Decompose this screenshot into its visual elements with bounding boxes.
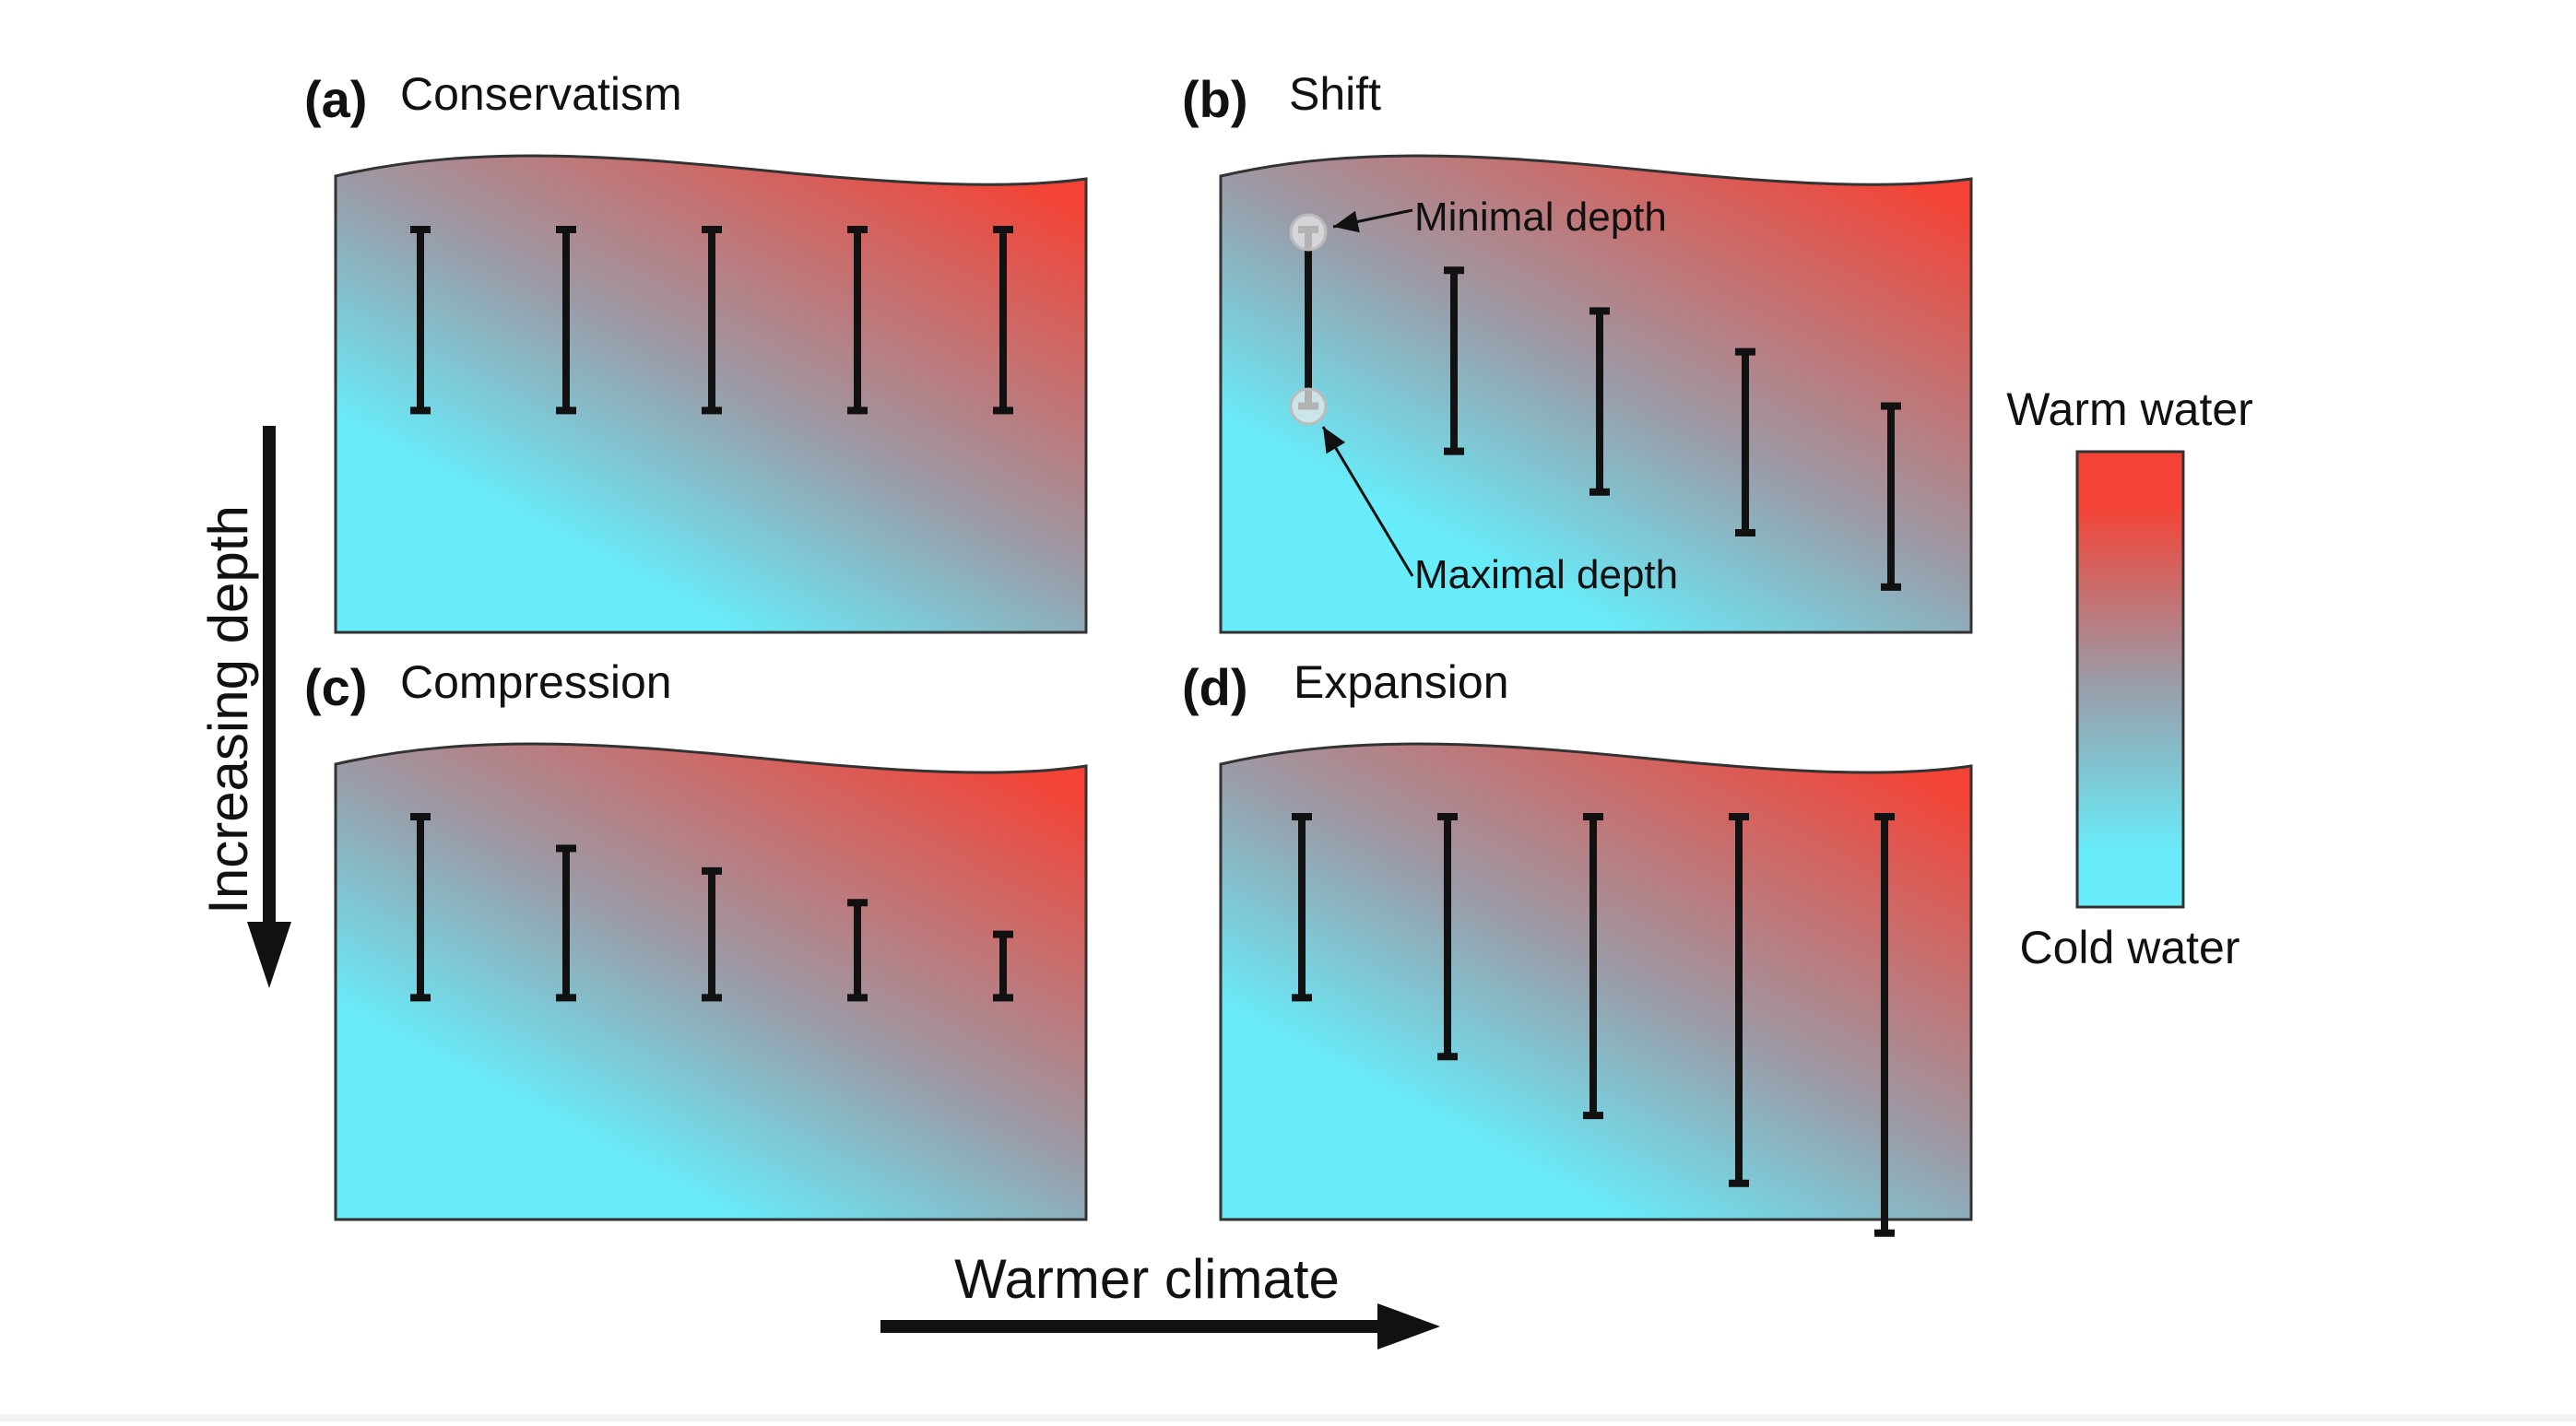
minimal-depth-label: Minimal depth [1414, 194, 1667, 240]
depth-range-bar [1583, 813, 1603, 1120]
legend-warm-label: Warm water [2006, 383, 2253, 435]
panel-letter: (d) [1182, 658, 1248, 716]
minimal-depth-arrow [1332, 208, 1413, 233]
panel-title: Compression [400, 656, 672, 708]
maximal-depth-marker [1289, 387, 1328, 426]
panel-letter: (c) [304, 658, 367, 716]
panel-letter: (a) [304, 70, 367, 128]
depth-range-bar [702, 226, 722, 415]
climate-axis: Warmer climate [880, 1248, 1440, 1349]
climate-axis-label: Warmer climate [954, 1248, 1340, 1310]
panel-expansion: (d) Expansion [1182, 656, 1973, 1237]
depth-range-bar [556, 844, 576, 1002]
depth-range-bar [1874, 813, 1895, 1237]
panel-letter: (b) [1182, 70, 1248, 128]
maximal-depth-arrow [1321, 426, 1414, 577]
depth-range-bar [1444, 266, 1464, 455]
depth-range-bar [410, 813, 431, 1002]
panel-title: Shift [1289, 68, 1381, 120]
depth-range-bar [1735, 348, 1755, 536]
legend-cold-label: Cold water [2020, 922, 2240, 973]
depth-ranges [1292, 813, 1895, 1237]
depth-range-bar [556, 226, 576, 415]
depth-range-bar [847, 899, 868, 1002]
legend-color-bar [2075, 450, 2185, 909]
depth-range-bar [847, 226, 868, 415]
depth-ranges [410, 813, 1013, 1002]
climate-arrow-head [1377, 1303, 1440, 1349]
temperature-legend: Warm water Cold water [2006, 383, 2253, 973]
depth-range-bar [1292, 813, 1312, 1002]
panel-title: Conservatism [400, 68, 682, 120]
depth-range-bar [993, 930, 1013, 1002]
depth-range-bar [1437, 813, 1458, 1061]
depth-range-bar [1881, 402, 1901, 591]
depth-range-bar [702, 866, 722, 1002]
panel-shift: (b) Shift Minimal depth Maximal depth [1182, 68, 1973, 634]
depth-axis: Increasing depth [197, 426, 291, 988]
depth-range-bar [1589, 307, 1610, 496]
panel-title: Expansion [1294, 656, 1509, 708]
depth-range-bar [1729, 813, 1749, 1187]
bottom-edge-strip [0, 1414, 2576, 1421]
depth-range-bar [993, 226, 1013, 415]
depth-ranges [410, 226, 1013, 415]
depth-arrow-head [247, 922, 291, 988]
panel-compression: (c) Compression [304, 656, 1088, 1221]
depth-range-bar [410, 226, 431, 415]
depth-ranges [1298, 226, 1901, 591]
maximal-depth-label: Maximal depth [1414, 552, 1678, 597]
depth-axis-label: Increasing depth [197, 505, 259, 914]
minimal-depth-marker [1289, 213, 1328, 252]
panel-conservatism: (a) Conservatism [304, 68, 1088, 634]
